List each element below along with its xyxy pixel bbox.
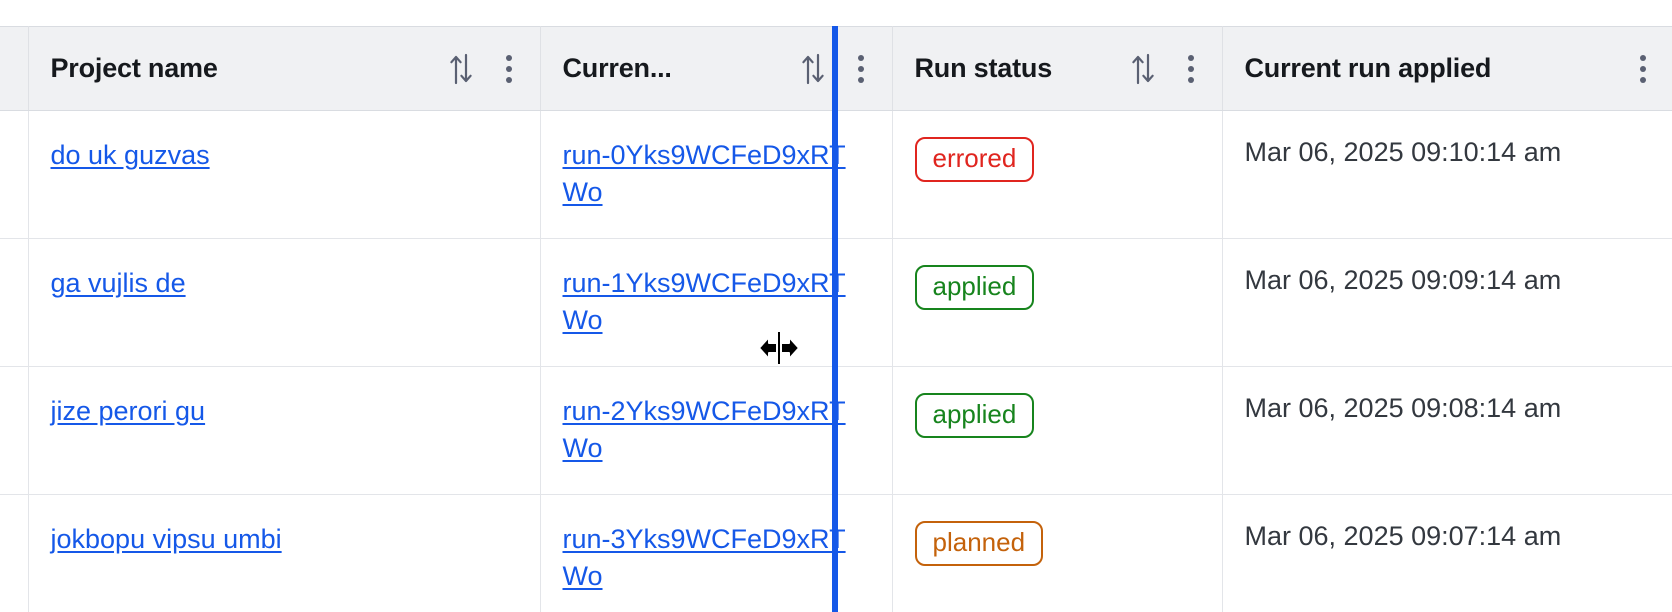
- kebab-menu-icon[interactable]: [1634, 51, 1652, 87]
- column-header-label-project-name: Project name: [50, 53, 218, 83]
- cell-current-run: run-0Yks9WCFeD9xRTWo: [540, 110, 893, 239]
- column-header-label-current-run-applied: Current run applied: [1244, 53, 1492, 83]
- current-run-link[interactable]: run-1Yks9WCFeD9xRTWo: [562, 268, 846, 336]
- cell-run-status: errored: [892, 110, 1223, 239]
- projects-table: Project name: [0, 26, 1672, 612]
- column-header-current-run-applied[interactable]: Current run applied: [1222, 26, 1672, 111]
- row-gutter-cell: [0, 110, 29, 239]
- sort-updown-icon[interactable]: [800, 52, 826, 86]
- status-badge: applied: [914, 265, 1035, 310]
- column-resize-divider[interactable]: [832, 26, 838, 612]
- kebab-menu-icon[interactable]: [500, 51, 518, 87]
- table-row[interactable]: do uk guzvas run-0Yks9WCFeD9xRTWo errore…: [0, 110, 1672, 239]
- table-header: Project name: [0, 26, 1672, 111]
- current-run-link[interactable]: run-0Yks9WCFeD9xRTWo: [562, 140, 846, 208]
- column-header-run-status[interactable]: Run status: [892, 26, 1223, 111]
- cell-run-status: applied: [892, 238, 1223, 367]
- cell-run-status: applied: [892, 366, 1223, 495]
- project-name-link[interactable]: do uk guzvas: [50, 140, 210, 170]
- cell-project-name: jokbopu vipsu umbi: [28, 494, 541, 612]
- project-name-link[interactable]: ga vujlis de: [50, 268, 186, 298]
- applied-timestamp: Mar 06, 2025 09:07:14 am: [1244, 521, 1562, 551]
- kebab-menu-icon[interactable]: [1182, 51, 1200, 87]
- cell-current-run-applied: Mar 06, 2025 09:10:14 am: [1222, 110, 1672, 239]
- applied-timestamp: Mar 06, 2025 09:08:14 am: [1244, 393, 1562, 423]
- cell-current-run-applied: Mar 06, 2025 09:09:14 am: [1222, 238, 1672, 367]
- cell-project-name: jize perori gu: [28, 366, 541, 495]
- kebab-menu-icon[interactable]: [852, 51, 870, 87]
- sort-updown-icon[interactable]: [1130, 52, 1156, 86]
- header-gutter-cell: [0, 26, 29, 111]
- table-header-row: Project name: [0, 26, 1672, 111]
- column-header-label-run-status: Run status: [914, 53, 1053, 83]
- row-gutter-cell: [0, 366, 29, 495]
- project-name-link[interactable]: jize perori gu: [50, 396, 206, 426]
- row-gutter-cell: [0, 494, 29, 612]
- column-header-current-run[interactable]: Curren...: [540, 26, 893, 111]
- status-badge: errored: [914, 137, 1035, 182]
- column-header-label-current-run: Curren...: [562, 53, 672, 83]
- cell-current-run: run-3Yks9WCFeD9xRTWo: [540, 494, 893, 612]
- current-run-link[interactable]: run-2Yks9WCFeD9xRTWo: [562, 396, 846, 464]
- current-run-link[interactable]: run-3Yks9WCFeD9xRTWo: [562, 524, 846, 592]
- table-body: do uk guzvas run-0Yks9WCFeD9xRTWo errore…: [0, 110, 1672, 612]
- applied-timestamp: Mar 06, 2025 09:09:14 am: [1244, 265, 1562, 295]
- cell-current-run: run-1Yks9WCFeD9xRTWo: [540, 238, 893, 367]
- cell-current-run: run-2Yks9WCFeD9xRTWo: [540, 366, 893, 495]
- sort-updown-icon[interactable]: [448, 52, 474, 86]
- table-scroll-region[interactable]: Project name: [0, 26, 1672, 612]
- table-top-spacer: [0, 0, 1672, 26]
- cell-project-name: ga vujlis de: [28, 238, 541, 367]
- column-header-project-name[interactable]: Project name: [28, 26, 541, 111]
- table-row[interactable]: jize perori gu run-2Yks9WCFeD9xRTWo appl…: [0, 366, 1672, 495]
- table-row[interactable]: jokbopu vipsu umbi run-3Yks9WCFeD9xRTWo …: [0, 494, 1672, 612]
- status-badge: planned: [914, 521, 1044, 566]
- row-gutter-cell: [0, 238, 29, 367]
- cell-current-run-applied: Mar 06, 2025 09:07:14 am: [1222, 494, 1672, 612]
- project-name-link[interactable]: jokbopu vipsu umbi: [50, 524, 282, 554]
- cell-run-status: planned: [892, 494, 1223, 612]
- status-badge: applied: [914, 393, 1035, 438]
- cell-project-name: do uk guzvas: [28, 110, 541, 239]
- cell-current-run-applied: Mar 06, 2025 09:08:14 am: [1222, 366, 1672, 495]
- applied-timestamp: Mar 06, 2025 09:10:14 am: [1244, 137, 1562, 167]
